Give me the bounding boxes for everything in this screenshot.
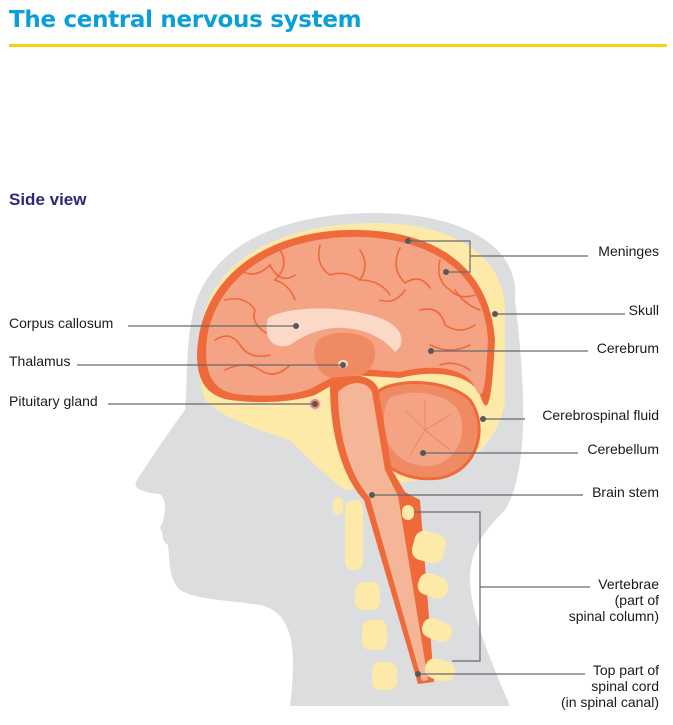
vertebrae-line-2: (part of [614, 592, 659, 608]
label-vertebrae: Vertebrae (part of spinal column) [569, 576, 659, 624]
corpus-callosum-shape [266, 308, 402, 352]
label-pituitary-gland: Pituitary gland [9, 393, 98, 409]
spinal-cord-line-2: spinal cord [591, 678, 659, 694]
leader-lines [77, 240, 625, 675]
label-meninges: Meninges [598, 243, 659, 259]
brain-stem-inner [338, 383, 428, 681]
page-title: The central nervous system [9, 7, 362, 33]
leader-vertebrae [414, 511, 590, 662]
label-corpus-callosum: Corpus callosum [9, 315, 114, 331]
title-underline [9, 44, 667, 47]
leader-meninges [408, 240, 588, 273]
cerebrum-folds [214, 244, 481, 375]
leader-dots [293, 238, 498, 677]
label-thalamus: Thalamus [9, 353, 71, 369]
label-skull: Skull [628, 302, 659, 318]
cerebellum-folds [404, 400, 451, 456]
label-cerebrospinal-fluid: Cerebrospinal fluid [542, 407, 659, 423]
label-cerebellum: Cerebellum [587, 441, 659, 457]
vertebrae-line-3: spinal column) [568, 608, 659, 624]
label-brain-stem: Brain stem [592, 484, 659, 500]
thalamus-shape [314, 332, 376, 378]
label-cerebrum: Cerebrum [596, 340, 659, 356]
spinal-cord-line-1: Top part of [592, 662, 659, 678]
cerebellum-inner [384, 392, 463, 467]
spinal-cord-line-3: (in spinal canal) [560, 694, 659, 710]
section-subtitle: Side view [9, 190, 87, 209]
vertebrae-shapes [333, 497, 456, 690]
label-spinal-cord: Top part of spinal cord (in spinal canal… [561, 662, 659, 710]
vertebrae-line-1: Vertebrae [598, 576, 659, 592]
